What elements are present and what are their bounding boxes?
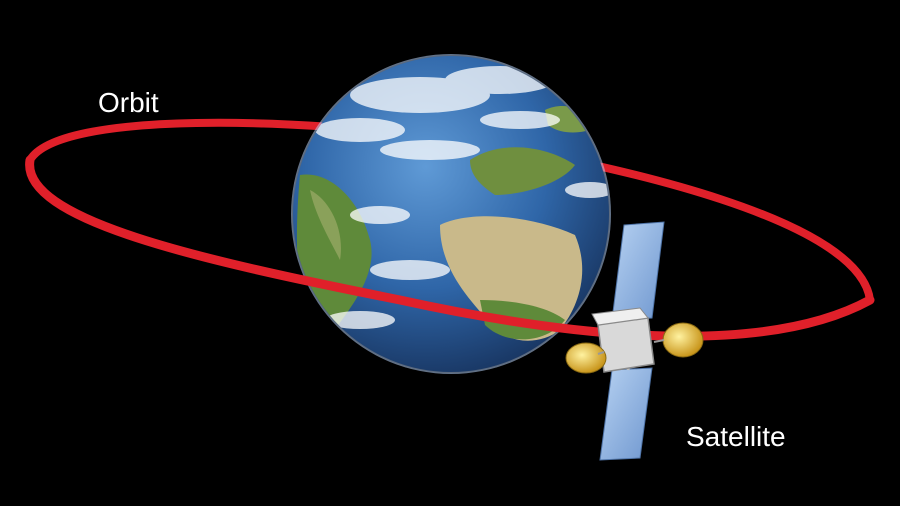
- satellite-icon: [565, 221, 704, 461]
- orbit-ring-front: [25, 155, 875, 341]
- orbit-label: Orbit: [98, 87, 159, 118]
- satellite-label: Satellite: [686, 421, 786, 452]
